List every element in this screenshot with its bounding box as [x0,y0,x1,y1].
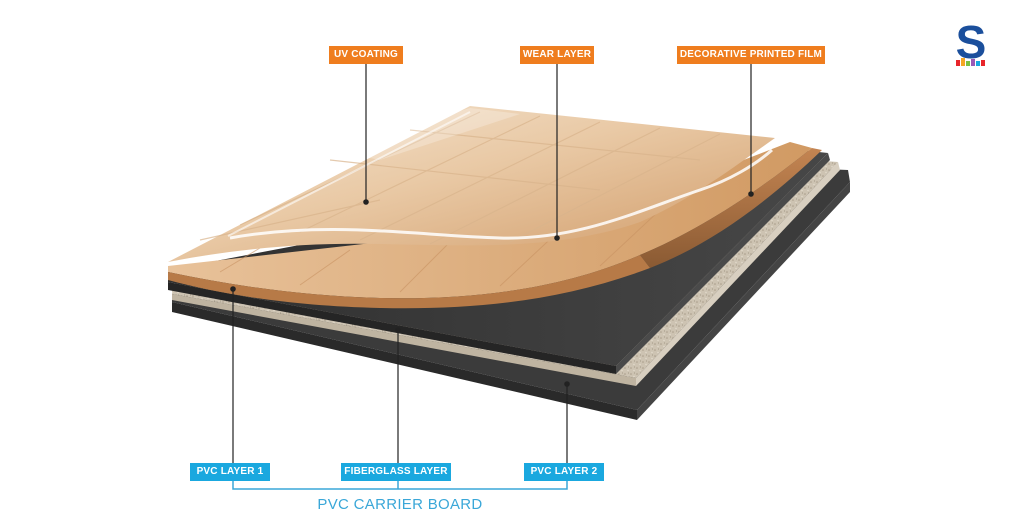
decorative-film-label: DECORATIVE PRINTED FILM [677,46,825,64]
decorative-film-sheet [168,142,822,309]
fiberglass-layer-label: FIBERGLASS LAYER [341,463,451,481]
pvc-layer-2-label: PVC LAYER 2 [524,463,604,481]
wear-layer-label: WEAR LAYER [520,46,594,64]
pvc-layer-1-label: PVC LAYER 1 [190,463,270,481]
carrier-bracket [232,481,568,490]
brand-logo: S [956,18,987,68]
wear-layer-sheet [168,106,775,262]
uv-coating-label: UV COATING [329,46,403,64]
carrier-board-label: PVC CARRIER BOARD [317,496,483,513]
leader-lines [230,64,754,463]
